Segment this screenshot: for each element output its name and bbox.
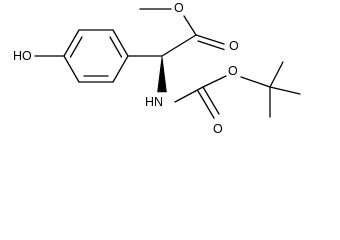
carbamate-oxygen-label: O bbox=[228, 64, 238, 78]
phenol-ring bbox=[63, 29, 129, 83]
ester-carbonyl-bond bbox=[195, 34, 225, 45]
tbutyl-methyl-up bbox=[269, 61, 284, 88]
ring-bond-3 bbox=[112, 29, 129, 57]
carbamate-carbonyl-bond bbox=[202, 86, 220, 115]
ring-bond-6 bbox=[63, 55, 80, 83]
ester-carbonyl-oxygen-label: O bbox=[229, 39, 239, 53]
carbamate-carbonyl-double bbox=[197, 90, 215, 119]
ring-bond-4 bbox=[112, 55, 129, 83]
ester-oxygen-label: O bbox=[174, 1, 184, 15]
stereo-wedge-bond bbox=[157, 55, 167, 93]
ester-carbonyl-double bbox=[197, 40, 225, 51]
chemical-structure: HO O O HN O O bbox=[13, 1, 301, 136]
o-to-tbutyl-bond bbox=[240, 76, 271, 88]
n-to-carbamate-bond bbox=[174, 86, 204, 103]
hydroxyl-label: HO bbox=[13, 49, 32, 63]
ring-bond-1 bbox=[63, 29, 80, 57]
ring-double-bond-a bbox=[69, 36, 83, 58]
alpha-to-ester-bond bbox=[161, 34, 197, 57]
amine-label: HN bbox=[145, 95, 163, 109]
carbamate-carbonyl-oxygen-label: O bbox=[213, 122, 223, 136]
ester-o-bond bbox=[183, 15, 197, 36]
tbutyl-methyl-right bbox=[269, 86, 301, 95]
ring-double-bond-b bbox=[109, 36, 123, 58]
carbamate-o-bond bbox=[202, 75, 227, 88]
